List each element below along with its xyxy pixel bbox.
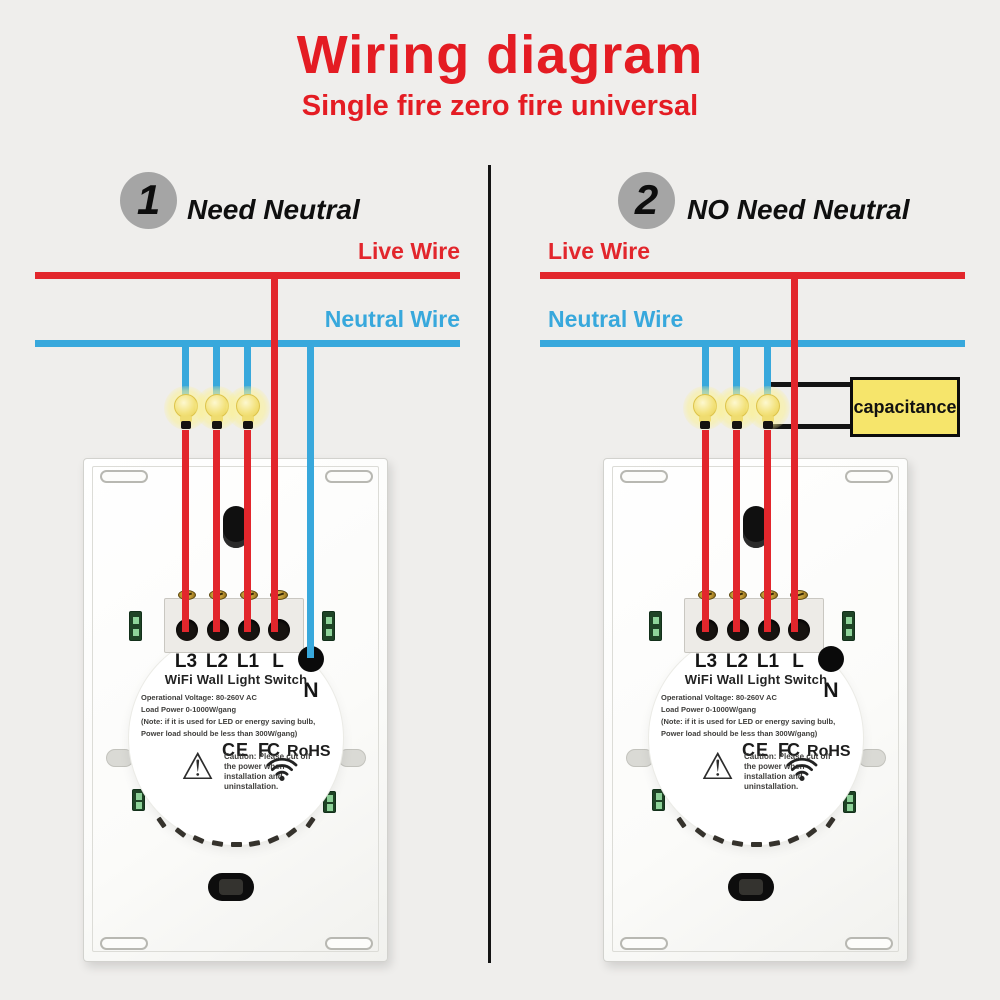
mounting-hole-bottom (728, 873, 774, 901)
plate-inner-frame (612, 466, 899, 952)
certification-marks: CE FC RoHS (742, 740, 872, 761)
side-connector-left-lower (132, 789, 145, 811)
plate-inner-frame (92, 466, 379, 952)
side-connector-left (129, 611, 142, 641)
heatsink-fins (676, 816, 836, 849)
terminal-label-l: L (792, 651, 804, 672)
neutral-wire-label: Neutral Wire (324, 306, 460, 332)
fcc-mark: FC (258, 740, 280, 760)
neutral-drop-to-bulb-3 (764, 346, 771, 404)
screw-slot (100, 470, 148, 483)
screw-slot (325, 937, 373, 950)
caution-text: Caution: Please cut off the power when i… (744, 752, 831, 791)
live-wire-label: Live Wire (548, 238, 651, 264)
neutral-drop-to-bulb-2 (733, 346, 740, 404)
terminal-label-l2: L2 (205, 651, 229, 672)
ce-mark: CE (742, 740, 770, 760)
live-drop-to-l-terminal (791, 278, 798, 632)
terminal-screw-icon (270, 590, 288, 600)
product-name: WiFi Wall Light Switch (684, 672, 828, 687)
certification-marks: CE FC RoHS (222, 740, 352, 761)
capacitor-wire-bottom (770, 424, 850, 429)
neutral-wire-label: Neutral Wire (548, 306, 684, 332)
capacitor-wire-top (770, 382, 850, 387)
side-connector-left (649, 611, 662, 641)
live-wire-label: Live Wire (357, 238, 460, 264)
section-1-badge: 1 (120, 172, 177, 229)
terminal-label-l1: L1 (756, 651, 780, 672)
screw-slot (620, 937, 668, 950)
light-bulb-icon (226, 386, 270, 436)
terminal-label-l1: L1 (236, 651, 260, 672)
product-name: WiFi Wall Light Switch (164, 672, 308, 687)
live-drop-to-l-terminal (271, 278, 278, 632)
bulb-2-load-wire (213, 430, 220, 632)
side-connector-right (322, 611, 335, 641)
screw-slot (845, 470, 893, 483)
spec-line: Operational Voltage: 80-260V AC (141, 693, 257, 702)
neutral-drop-to-bulb-2 (213, 346, 220, 404)
warning-icon: ⚠ (701, 746, 735, 787)
spec-line: Load Power 0-1000W/gang (141, 705, 237, 714)
screw-slot (325, 470, 373, 483)
neutral-wire-line (35, 340, 460, 347)
page-title: Wiring diagram (296, 25, 704, 85)
neutral-drop-to-bulb-1 (702, 346, 709, 404)
live-wire-line (35, 272, 460, 279)
terminal-label-l: L (272, 651, 284, 672)
terminal-label-l2: L2 (725, 651, 749, 672)
capacitor-box: capacitance (850, 377, 960, 437)
spec-line: Load Power 0-1000W/gang (661, 705, 757, 714)
section-2-label: NO Need Neutral (687, 194, 910, 225)
section-divider (488, 165, 491, 963)
rohs-mark: RoHS (807, 743, 851, 760)
wifi-icon (786, 756, 818, 787)
bulb-3-load-wire (764, 430, 771, 632)
neutral-drop-to-bulb-3 (244, 346, 251, 404)
mounting-hole-bottom (208, 873, 254, 901)
side-connector-left-lower (652, 789, 665, 811)
wall-switch-panel-2: L3 L2 L1 L N WiFi Wall Light Switch Oper… (603, 458, 908, 962)
bulb-1-load-wire (182, 430, 189, 632)
section-2-badge: 2 (618, 172, 675, 229)
bulb-1-load-wire (702, 430, 709, 632)
side-connector-right-lower (843, 791, 856, 813)
wifi-icon (266, 756, 298, 787)
bulb-2-load-wire (733, 430, 740, 632)
wall-switch-panel-1: L3 L2 L1 L N WiFi Wall Light Switch Oper… (83, 458, 388, 962)
spec-line: Power load should be less than 300W/gang… (661, 729, 818, 738)
ce-mark: CE (222, 740, 250, 760)
fcc-mark: FC (778, 740, 800, 760)
live-wire-line (540, 272, 965, 279)
page-subtitle: Single fire zero fire universal (301, 90, 699, 122)
heatsink-fins (156, 816, 316, 849)
neutral-drop-to-bulb-1 (182, 346, 189, 404)
terminal-label-l3: L3 (174, 651, 198, 672)
n-terminal-label: N (303, 679, 319, 702)
screw-slot (620, 470, 668, 483)
spec-line: Power load should be less than 300W/gang… (141, 729, 298, 738)
screw-slot (845, 937, 893, 950)
n-terminal (818, 646, 844, 672)
rohs-mark: RoHS (287, 743, 331, 760)
caution-text: Caution: Please cut off the power when i… (224, 752, 311, 791)
light-bulb-icon (746, 386, 790, 436)
spec-line: Operational Voltage: 80-260V AC (661, 693, 777, 702)
side-connector-right-lower (323, 791, 336, 813)
neutral-wire-line (540, 340, 965, 347)
neutral-drop-to-n-terminal (307, 346, 314, 658)
spec-line: (Note: if it is used for LED or energy s… (141, 717, 316, 726)
terminal-label-l3: L3 (694, 651, 718, 672)
screw-slot (100, 937, 148, 950)
n-terminal-label: N (823, 679, 839, 702)
side-connector-right (842, 611, 855, 641)
warning-icon: ⚠ (181, 746, 215, 787)
terminal-screw-icon (790, 590, 808, 600)
bulb-3-load-wire (244, 430, 251, 632)
spec-line: (Note: if it is used for LED or energy s… (661, 717, 836, 726)
section-1-label: Need Neutral (187, 194, 360, 225)
